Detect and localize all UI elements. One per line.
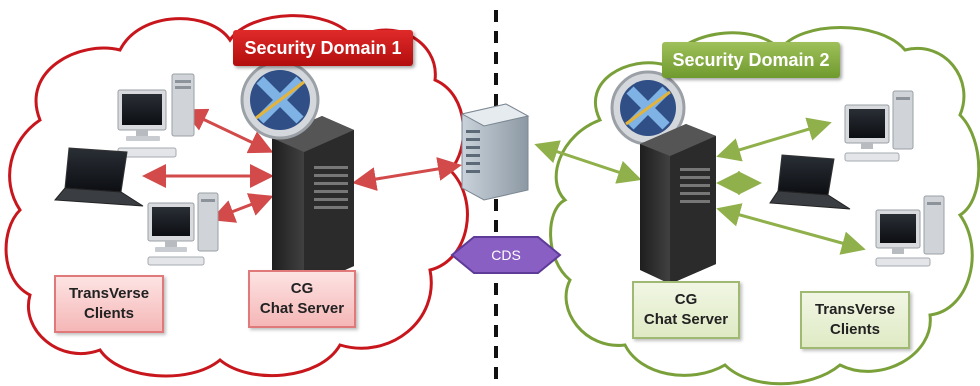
server-tower-icon — [272, 116, 354, 288]
domain-2-server-label: CG Chat Server — [632, 281, 740, 339]
arrow-desktop1-to-server1 — [182, 108, 274, 154]
cds-hexagon-shape — [450, 236, 562, 274]
domain-2-clients-label: TransVerse Clients — [800, 291, 910, 349]
server-label-line-1: CG — [674, 291, 698, 308]
domain-1-connections — [142, 108, 462, 223]
rack-server-icon — [460, 103, 530, 201]
laptop-icon — [769, 154, 851, 210]
clients-label-line-1: TransVerse — [68, 285, 150, 302]
computer-desktop-icon — [875, 195, 945, 267]
security-domain-2-cloud — [549, 26, 980, 386]
laptop-icon — [53, 147, 144, 207]
server-label-line-1: CG — [290, 280, 314, 297]
domain-2-connections — [534, 117, 866, 255]
security-domain-1-banner: Security Domain 1 — [233, 30, 413, 66]
clients-label-line-1: TransVerse — [814, 301, 896, 318]
server-label-line-2: Chat Server — [643, 311, 729, 328]
arrow-cds-to-server2 — [534, 140, 642, 184]
server-tower-icon — [640, 124, 716, 284]
computer-desktop-icon — [117, 73, 195, 158]
server-label-line-2: Chat Server — [259, 300, 345, 317]
clients-label-line-2: Clients — [83, 305, 134, 322]
arrow-server2-to-desktop3 — [716, 117, 832, 162]
clients-label-line-2: Clients — [829, 321, 880, 338]
arrow-server1-to-cds — [352, 157, 462, 191]
cds-label: CDS — [491, 247, 521, 263]
security-domain-2-banner: Security Domain 2 — [662, 42, 840, 78]
arrow-server2-to-desktop4 — [716, 203, 866, 255]
arrow-desktop2-to-server1 — [210, 193, 274, 223]
domain-1-clients-label: TransVerse Clients — [54, 275, 164, 333]
domain-1-server-label: CG Chat Server — [248, 270, 356, 328]
computer-desktop-icon — [844, 90, 914, 162]
computer-desktop-icon — [147, 192, 219, 266]
logo-emblem-icon — [240, 60, 320, 140]
